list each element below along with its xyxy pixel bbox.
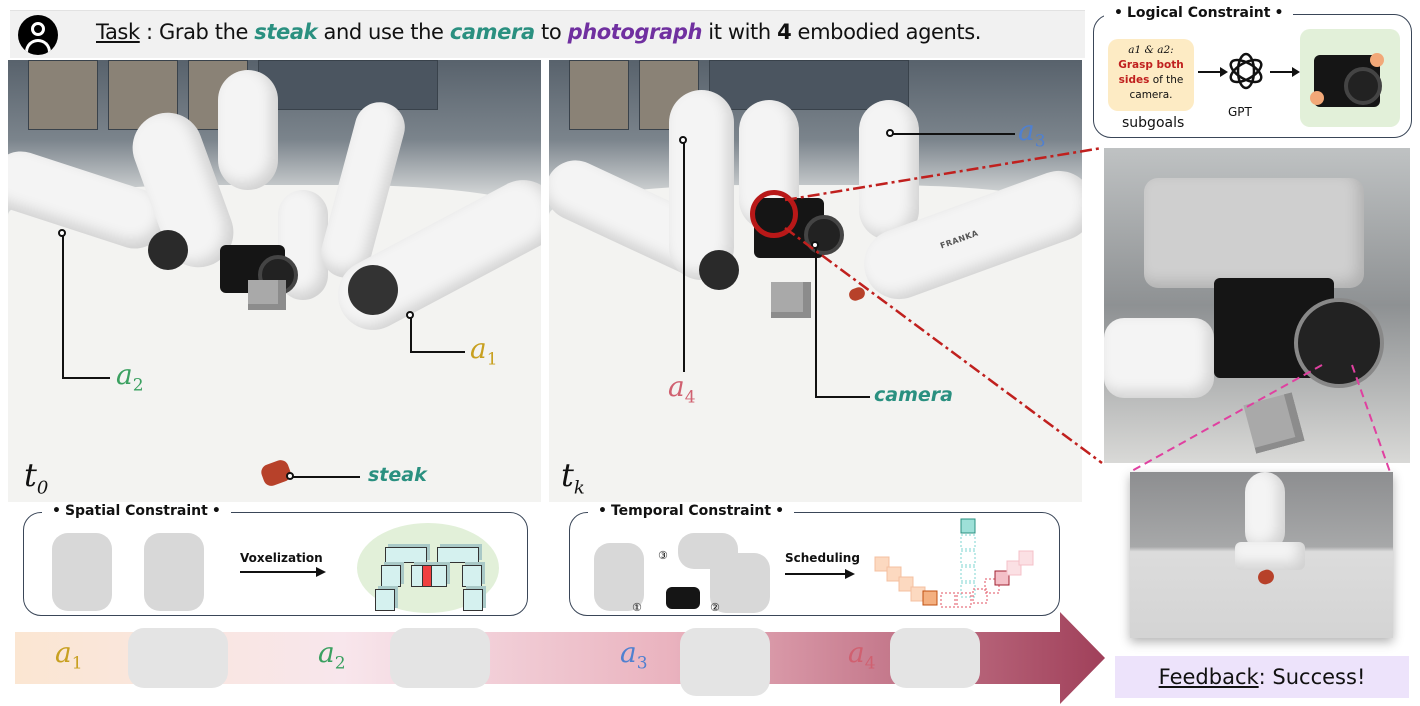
highlight-circle [750, 190, 798, 238]
spatial-constraint-box: Spatial Constraint Voxelization [23, 503, 528, 616]
view-line-right [1351, 364, 1391, 473]
steak-label: steak [368, 464, 427, 486]
task-label: Task [96, 20, 140, 44]
logical-constraint-title: Logical Constraint [1104, 5, 1294, 21]
task-bar: Task : Grab the steak and use the camera… [10, 10, 1085, 58]
subgoal-card: a1 & a2: Grasp both sides of the camera. [1108, 39, 1194, 111]
agent-label-a2: a2 [116, 358, 144, 396]
temporal-constraint-box: Temporal Constraint ① ② ③ Scheduling [569, 503, 1060, 616]
camera-label: camera [874, 384, 953, 406]
feedback-box: Feedback: Success! [1115, 656, 1409, 698]
timeline-a3: a3 [620, 636, 648, 674]
robot-arm-image [52, 533, 112, 611]
timeline-arrow [15, 612, 1105, 704]
voxelization-label: Voxelization [240, 551, 323, 565]
camera-grasp-image [1300, 29, 1400, 127]
timeline-a1: a1 [55, 636, 83, 674]
arrow-icon [785, 569, 855, 579]
user-avatar-icon [18, 15, 58, 55]
camera-view-image [1130, 472, 1393, 638]
logical-constraint-box: Logical Constraint a1 & a2: Grasp both s… [1093, 5, 1412, 138]
arrow-icon [240, 567, 326, 577]
feedback-label: Feedback [1158, 665, 1259, 689]
scene-t0-image: t0 [8, 60, 541, 502]
arrow-icon [1198, 67, 1228, 77]
subgoals-label: subgoals [1122, 115, 1185, 131]
timeline-a2: a2 [318, 636, 346, 674]
zoom-line-top [784, 146, 1103, 202]
scheduling-label: Scheduling [785, 551, 860, 565]
robot-arm-image [710, 553, 770, 613]
agent-a1-pose-image [128, 628, 228, 688]
view-line-left [1129, 364, 1323, 473]
zoom-line-bottom [784, 226, 1103, 465]
temporal-constraint-title: Temporal Constraint [588, 503, 795, 519]
agent-a3-pose-image [680, 628, 770, 696]
arrow-icon [1270, 67, 1300, 77]
robot-arm-image [594, 543, 644, 611]
spatial-constraint-title: Spatial Constraint [42, 503, 231, 519]
gpt-label: GPT [1228, 105, 1252, 119]
agent-label-a4: a4 [668, 370, 696, 408]
feedback-value: : Success! [1258, 665, 1366, 689]
agent-label-a3: a3 [1018, 114, 1046, 152]
schedule-cubes [874, 518, 1034, 608]
task-text: Task : Grab the steak and use the camera… [96, 20, 982, 44]
camera-image [666, 587, 700, 609]
robot-arm-image [144, 533, 204, 611]
voxel-image [357, 523, 499, 613]
agent-a4-pose-image [890, 628, 980, 688]
zoomed-grasp-image [1104, 148, 1410, 463]
timeline-a4: a4 [848, 636, 876, 674]
leader-line [62, 233, 64, 378]
openai-logo-icon [1229, 52, 1263, 90]
agent-a2-pose-image [390, 628, 490, 688]
agent-label-a1: a1 [470, 332, 498, 370]
